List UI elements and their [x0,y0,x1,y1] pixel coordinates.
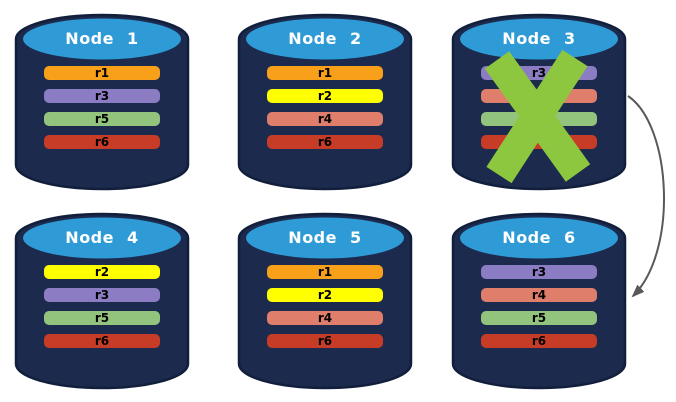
record-bar: r5 [44,112,160,126]
record-label: r3 [94,89,110,103]
node-title: Node 6 [502,228,576,247]
record-bar: r2 [267,89,383,103]
node-title: Node 4 [65,228,139,247]
record-label: r1 [317,265,333,279]
failover-arrow-icon [627,95,665,298]
database-node: Node 2 r1 r2 r4 r6 [235,6,415,198]
record-bar: r6 [267,334,383,348]
record-bar: r3 [44,89,160,103]
record-bar [481,89,597,103]
record-bar: r5 [44,311,160,325]
record-label: r2 [94,265,110,279]
record-bar: r6 [481,334,597,348]
record-label: r5 [94,311,110,325]
node-title: Node 5 [288,228,362,247]
record-list: r1 r2 r4 r6 [267,265,383,357]
record-label: r5 [531,311,547,325]
record-label: r2 [317,89,333,103]
record-label: r3 [94,288,110,302]
record-label: r2 [317,288,333,302]
record-list: r1 r3 r5 r6 [44,66,160,158]
record-bar: r2 [267,288,383,302]
record-bar: r4 [481,288,597,302]
record-bar: r1 [267,265,383,279]
record-bar: r6 [44,135,160,149]
record-label: r4 [317,112,333,126]
record-label: r1 [317,66,333,80]
record-bar: r4 [267,112,383,126]
database-node: Node 4 r2 r3 r5 r6 [12,205,192,397]
record-bar: r1 [267,66,383,80]
record-list: r3 r4 r5 r6 [481,265,597,357]
record-label: r4 [531,288,547,302]
database-node: Node 1 r1 r3 r5 r6 [12,6,192,198]
node-title: Node 1 [65,29,139,48]
record-list: r1 r2 r4 r6 [267,66,383,158]
record-label: r3 [531,265,547,279]
record-bar: r4 [267,311,383,325]
record-bar [481,135,597,149]
record-list: r2 r3 r5 r6 [44,265,160,357]
record-label: r6 [531,334,547,348]
record-bar: r6 [267,135,383,149]
record-bar: r2 [44,265,160,279]
record-label: r6 [317,334,333,348]
record-label: r1 [94,66,110,80]
node-title: Node 3 [502,29,576,48]
node-title: Node 2 [288,29,362,48]
database-node: Node 3 r3 [449,6,629,198]
record-label: r4 [317,311,333,325]
record-bar: r5 [481,311,597,325]
record-label: r6 [317,135,333,149]
record-bar: r6 [44,334,160,348]
database-node: Node 5 r1 r2 r4 r6 [235,205,415,397]
record-label: r6 [94,334,110,348]
record-label: r6 [94,135,110,149]
record-bar: r3 [481,66,597,80]
record-label: r5 [94,112,110,126]
record-list: r3 [481,66,597,158]
record-bar [481,112,597,126]
record-label: r3 [531,66,547,80]
record-bar: r3 [44,288,160,302]
record-bar: r3 [481,265,597,279]
database-node: Node 6 r3 r4 r5 r6 [449,205,629,397]
record-bar: r1 [44,66,160,80]
